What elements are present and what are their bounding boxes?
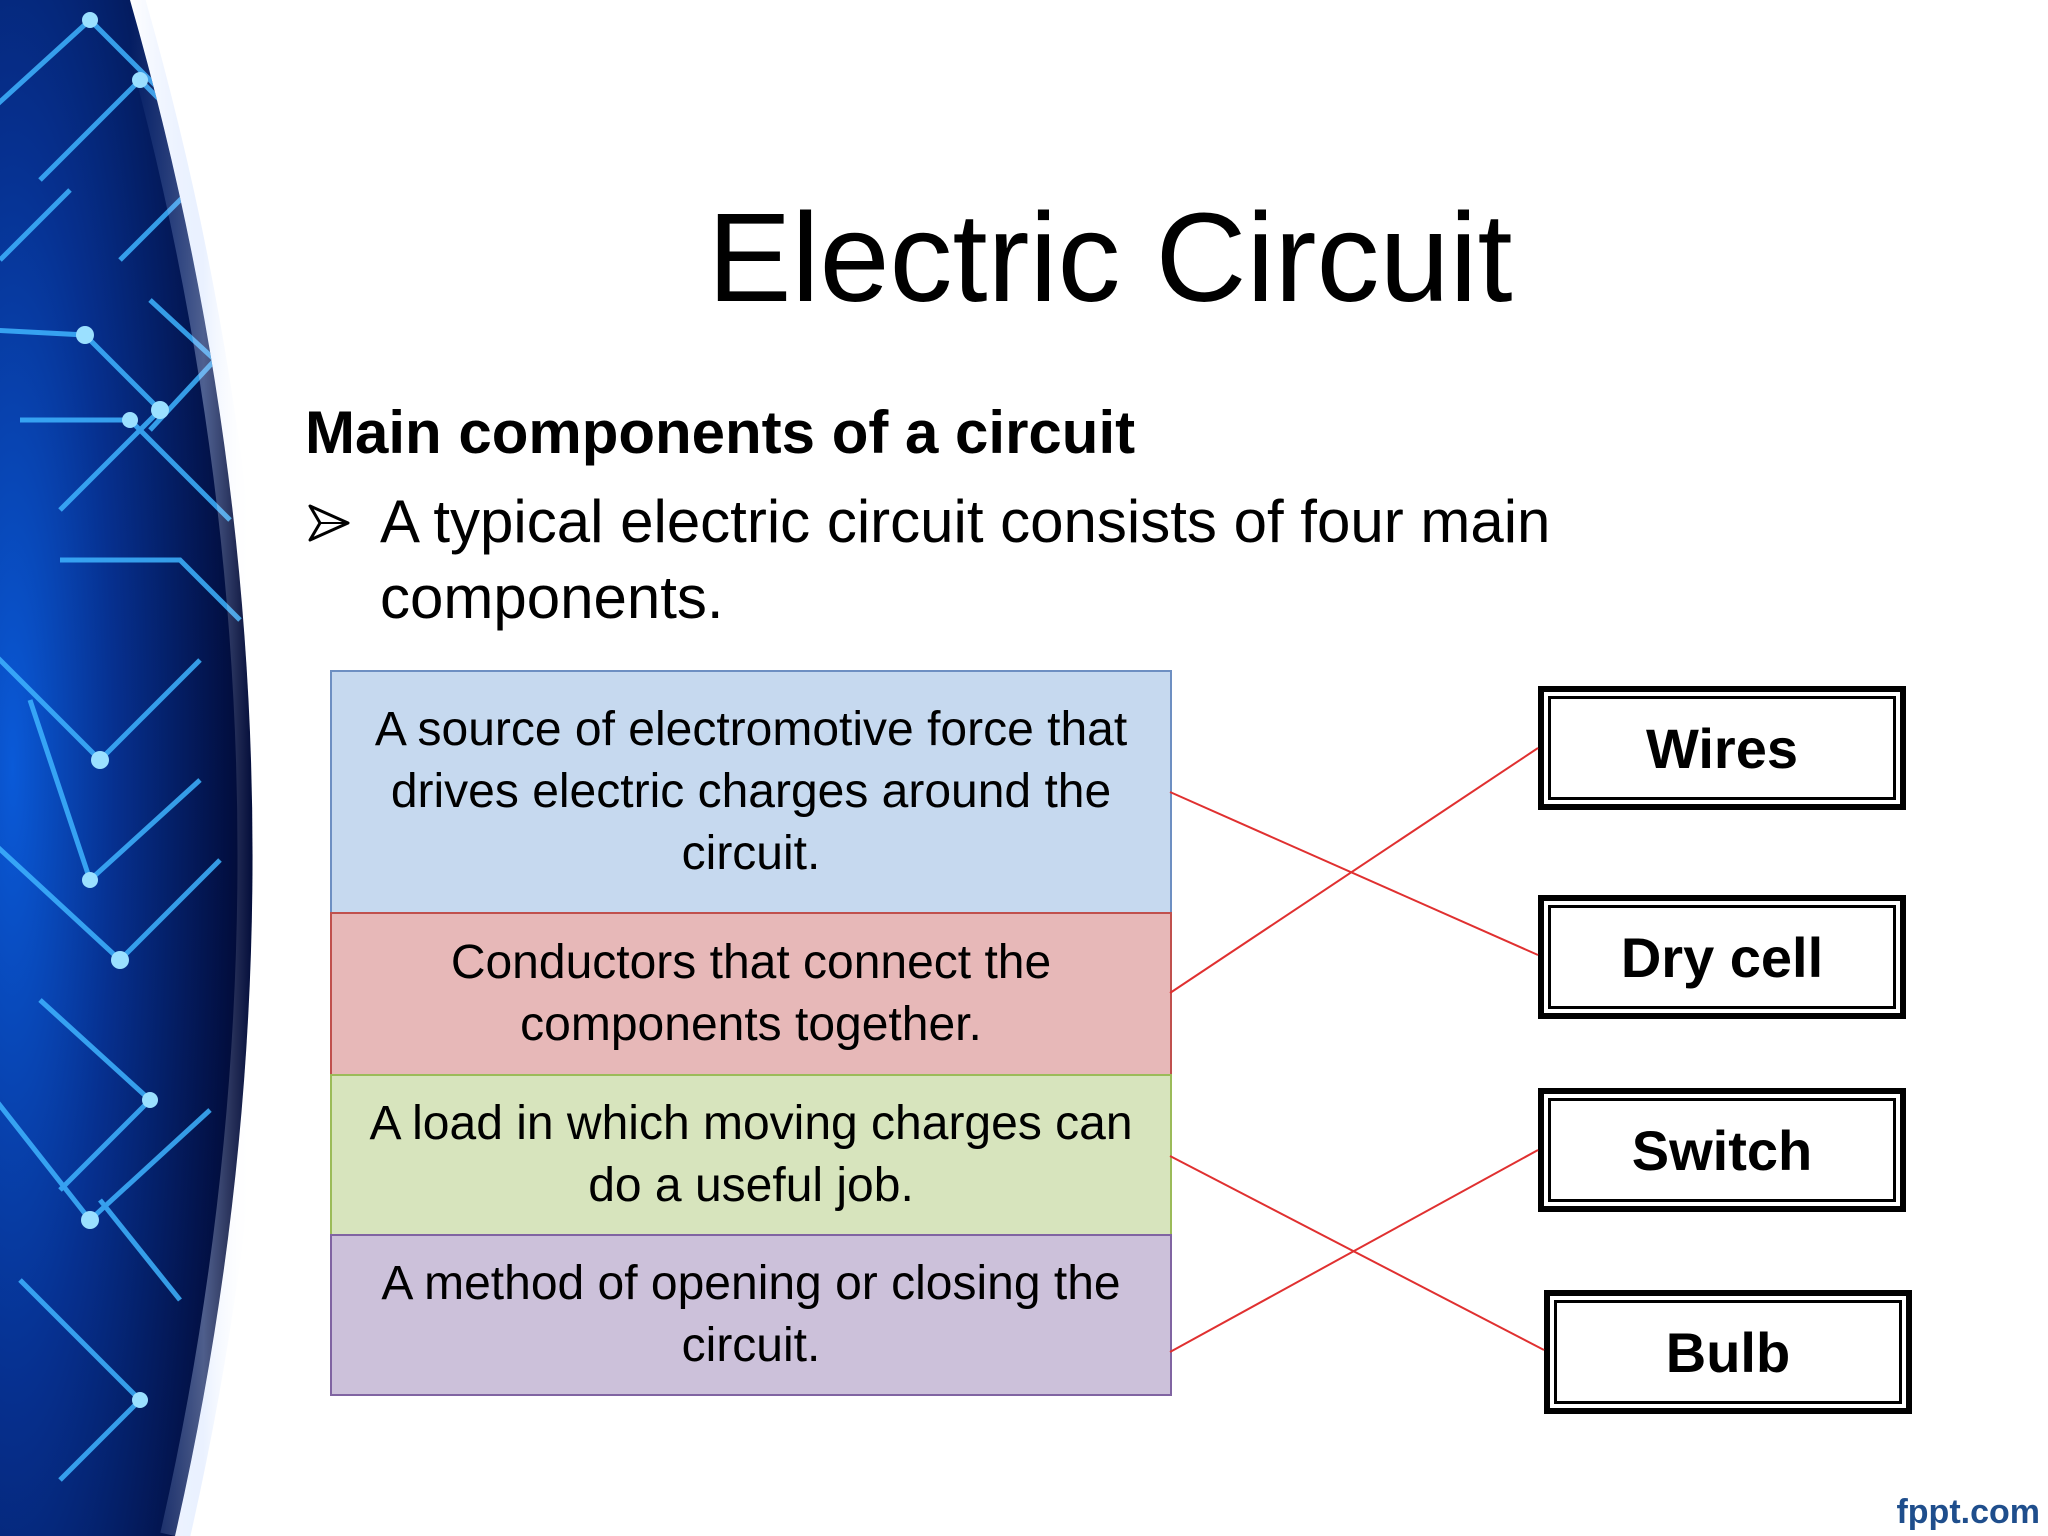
term-label-switch: Switch xyxy=(1548,1098,1896,1202)
term-label-dry-cell: Dry cell xyxy=(1548,905,1896,1009)
definitions-column: A source of electromotive force that dri… xyxy=(330,670,1172,1396)
definition-emf-source: A source of electromotive force that dri… xyxy=(330,670,1172,914)
slide-title: Electric Circuit xyxy=(707,187,1513,328)
term-box-dry-cell: Dry cell xyxy=(1538,895,1906,1019)
term-box-wires: Wires xyxy=(1538,686,1906,810)
section-heading: Main components of a circuit xyxy=(305,399,1136,466)
arrowhead-bullet-icon xyxy=(308,504,350,542)
fppt-logo: fppt.com xyxy=(1896,1493,2040,1531)
definition-load: A load in which moving charges can do a … xyxy=(330,1074,1172,1236)
definition-conductors: Conductors that connect the components t… xyxy=(330,912,1172,1076)
term-label-bulb: Bulb xyxy=(1554,1300,1902,1404)
definition-switch-method: A method of opening or closing the circu… xyxy=(330,1234,1172,1396)
term-label-wires: Wires xyxy=(1548,696,1896,800)
term-box-switch: Switch xyxy=(1538,1088,1906,1212)
bullet-text: A typical electric circuit consists of f… xyxy=(380,488,1551,631)
term-box-bulb: Bulb xyxy=(1544,1290,1912,1414)
